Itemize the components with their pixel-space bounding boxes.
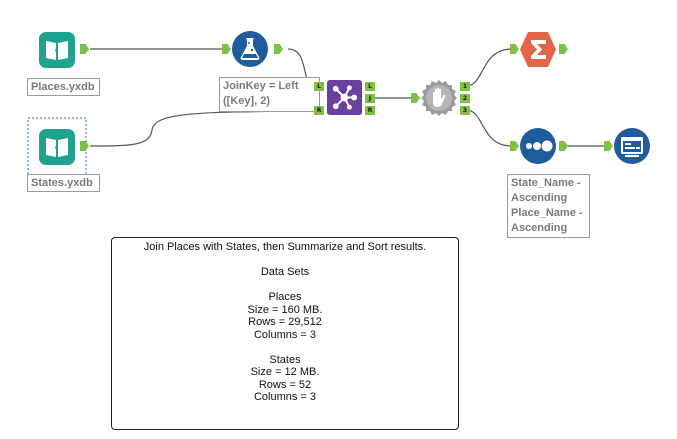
- formula-label: JoinKey = Left ([Key], 2): [219, 77, 320, 112]
- formula-label-line-1: JoinKey = Left: [223, 80, 299, 92]
- sort-input-anchor[interactable]: [510, 141, 519, 151]
- formula-output-anchor[interactable]: [274, 44, 283, 54]
- comment-line: Places: [268, 291, 302, 303]
- places-input-tool[interactable]: [38, 31, 76, 69]
- summarize-tool[interactable]: [519, 31, 557, 68]
- comment-line: Rows = 52: [258, 378, 312, 391]
- places-input-label: Places.yxdb: [27, 78, 100, 96]
- join-icon: [326, 79, 363, 116]
- sort-output-anchor[interactable]: [559, 141, 568, 151]
- comment-line: Data Sets: [260, 266, 310, 278]
- flask-icon: [232, 31, 268, 67]
- hand-icon: [421, 80, 457, 116]
- book-icon: [39, 129, 75, 165]
- browse-tool[interactable]: [613, 127, 651, 165]
- join-output-tag-join[interactable]: J: [365, 94, 375, 103]
- summarize-input-anchor[interactable]: [510, 44, 519, 54]
- sort-label-line-1: State_Name -: [511, 177, 581, 189]
- comment-line: Columns = 3: [253, 328, 317, 341]
- join-output-tag-left[interactable]: L: [365, 82, 375, 91]
- browse-input-anchor[interactable]: [604, 141, 613, 151]
- comment-line: [112, 341, 458, 354]
- places-output-anchor[interactable]: [80, 44, 89, 54]
- block-input-anchor[interactable]: [411, 93, 420, 103]
- sort-tool[interactable]: [519, 127, 557, 165]
- book-icon: [39, 32, 75, 68]
- sort-label-line-2: Ascending: [511, 192, 568, 204]
- sort-label: State_Name - Ascending Place_Name - Asce…: [507, 174, 590, 238]
- comment-line: Join Places with States, then Summarize …: [143, 241, 427, 253]
- states-input-tool[interactable]: [38, 128, 76, 166]
- comment-line: Size = 12 MB.: [250, 366, 320, 378]
- browse-icon: [614, 128, 650, 164]
- comment-line: [112, 279, 458, 292]
- join-input-tag-left[interactable]: L: [314, 82, 324, 91]
- comment-line: States: [269, 353, 301, 366]
- formula-tool[interactable]: [231, 30, 269, 68]
- formula-input-anchor[interactable]: [222, 44, 231, 54]
- connection-states-join: [89, 110, 311, 147]
- comment-line: [112, 254, 458, 267]
- states-input-label: States.yxdb: [27, 174, 100, 192]
- summarize-output-anchor[interactable]: [559, 44, 568, 54]
- join-output-tag-right[interactable]: R: [365, 106, 375, 115]
- block-output-tag-2[interactable]: 2: [460, 94, 470, 103]
- sort-label-line-4: Ascending: [511, 222, 568, 234]
- workflow-comment[interactable]: Join Places with States, then Summarize …: [111, 237, 459, 430]
- comment-line: Size = 160 MB.: [247, 303, 323, 316]
- comment-line: Columns = 3: [253, 391, 317, 403]
- sort-label-line-3: Place_Name -: [511, 207, 583, 219]
- block-output-tag-3[interactable]: 3: [460, 106, 470, 115]
- join-input-tag-right[interactable]: R: [314, 106, 324, 115]
- states-output-anchor[interactable]: [80, 141, 89, 151]
- block-until-done-tool[interactable]: [420, 79, 458, 117]
- connection-block-summarize: [465, 48, 513, 87]
- block-output-tag-1[interactable]: 1: [460, 82, 470, 91]
- join-tool[interactable]: [326, 79, 363, 116]
- sort-icon: [520, 128, 556, 164]
- sigma-icon: [520, 32, 556, 67]
- formula-label-line-2: ([Key], 2): [223, 95, 271, 107]
- comment-line: Rows = 29,512: [248, 316, 322, 328]
- connection-block-sort: [465, 109, 513, 147]
